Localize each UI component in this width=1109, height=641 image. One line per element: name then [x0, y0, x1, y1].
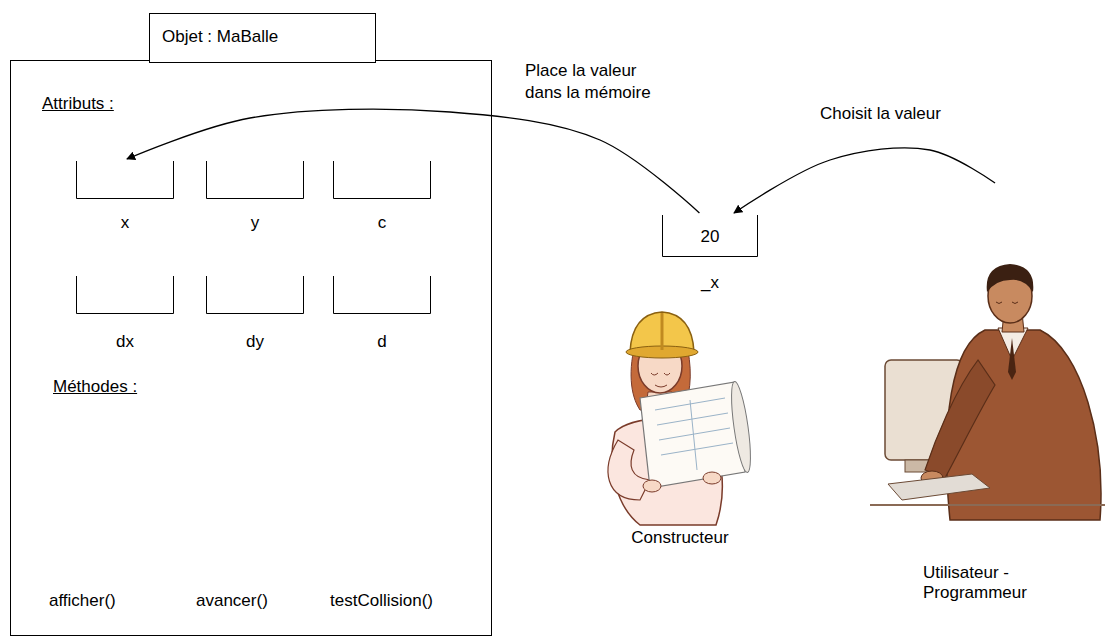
- attribute-name: y: [206, 213, 304, 233]
- open-slot-outline: [207, 161, 304, 199]
- helmet: [630, 312, 694, 352]
- curved-arrow: [127, 109, 699, 213]
- face: [651, 373, 670, 387]
- tie: [1008, 338, 1016, 380]
- method-name: testCollision(): [330, 591, 433, 611]
- edge-label: Choisit la valeur: [818, 103, 943, 125]
- figure-caption: Constructeur: [600, 528, 760, 548]
- open-slot-outline: [333, 276, 431, 314]
- open-slot-outline: [334, 161, 431, 199]
- attribute-slot: d: [333, 276, 431, 350]
- attribute-slot: y: [206, 161, 304, 235]
- open-slot-outline: [77, 161, 174, 199]
- open-slot-outline: [333, 161, 431, 199]
- attribute-slot: dy: [206, 276, 304, 350]
- hand: [703, 472, 721, 484]
- desk: [870, 504, 1105, 506]
- helmet-ridge: [661, 313, 664, 350]
- open-slot-outline: [76, 276, 174, 314]
- figure-caption: Utilisateur - Programmeur: [923, 563, 1043, 604]
- blueprint-lines: [655, 398, 733, 470]
- attribute-slot: x: [76, 161, 174, 235]
- blueprint-roll: [728, 380, 755, 473]
- open-slot-outline: [77, 276, 174, 314]
- arm: [925, 360, 995, 478]
- open-slot-outline: [207, 276, 304, 314]
- method-name: avancer(): [196, 591, 268, 611]
- attribute-slot: dx: [76, 276, 174, 350]
- open-slot-outline: [206, 276, 304, 314]
- attribute-name: dx: [76, 332, 174, 352]
- blueprint: [640, 382, 745, 488]
- open-slot-outline: [663, 215, 758, 257]
- value-slot: 20 _x: [662, 215, 758, 299]
- keyboard: [888, 474, 990, 500]
- sleeve: [608, 440, 650, 500]
- object-box: Objet : MaBalleAttributs :Méthodes :affi…: [10, 60, 492, 636]
- attribute-name: d: [333, 332, 431, 352]
- face: [996, 302, 1018, 304]
- attribute-name: x: [76, 213, 174, 233]
- method-name: afficher(): [49, 591, 116, 611]
- attribute-name: c: [333, 213, 431, 233]
- section-heading: Attributs :: [42, 94, 114, 114]
- attribute-slot: c: [333, 161, 431, 235]
- open-slot-outline: [206, 161, 304, 199]
- hair: [987, 264, 1034, 292]
- value: 20: [662, 227, 758, 247]
- edge-label: Place la valeur dans la mémoire: [523, 60, 669, 104]
- curved-arrow: [734, 148, 995, 213]
- constructor-figure: Constructeur: [600, 300, 760, 555]
- attribute-name: dy: [206, 332, 304, 352]
- object-title: Objet : MaBalle: [149, 13, 376, 63]
- open-slot-outline: [334, 276, 431, 314]
- programmer-figure: Utilisateur - Programmeur: [895, 185, 1045, 620]
- hand: [643, 480, 661, 492]
- parameter-name: _x: [662, 273, 758, 293]
- open-slot-outline: [76, 161, 174, 199]
- section-heading: Méthodes :: [53, 377, 137, 397]
